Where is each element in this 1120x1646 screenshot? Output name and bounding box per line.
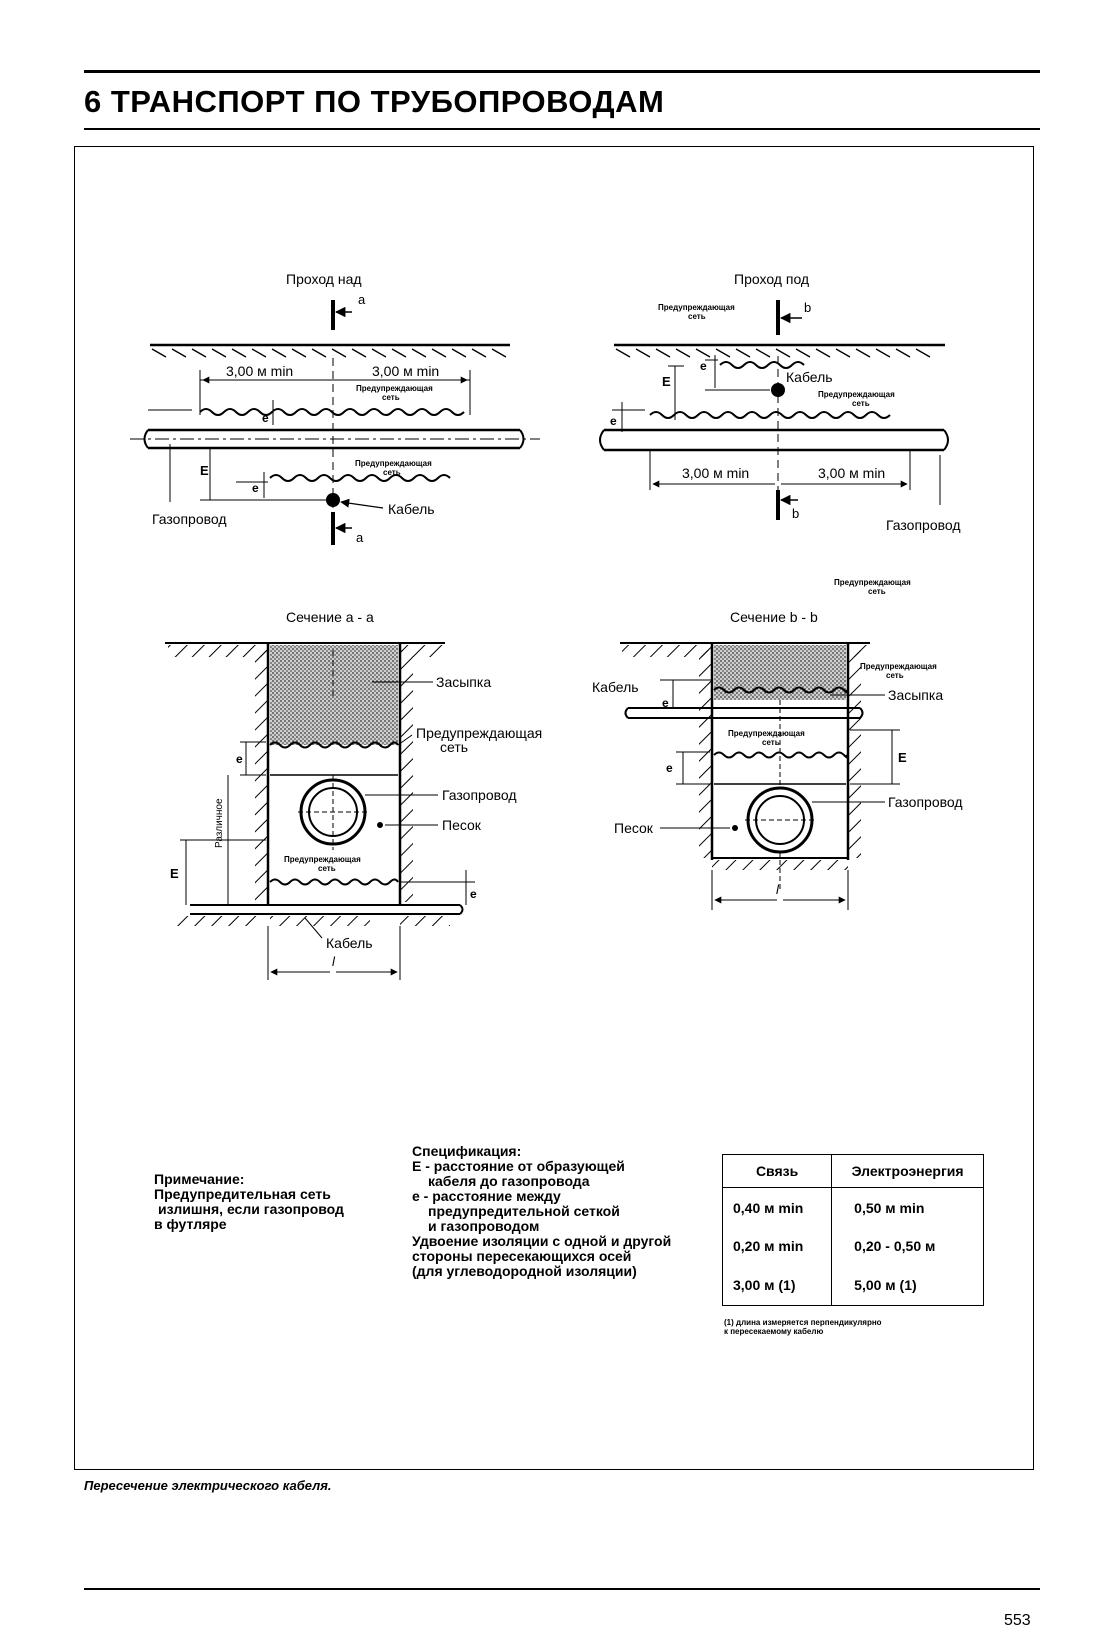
remark-line-3: в футляре [154, 1216, 227, 1232]
table-row: 0,40 м min 0,50 м min [721, 1187, 984, 1228]
distance-table: Связь Электроэнергия 0,40 м min 0,50 м m… [721, 1154, 984, 1306]
table-header-comm: Связь [721, 1154, 833, 1188]
pass-over-pipe-label: Газопровод [152, 511, 227, 527]
table-cell: 0,20 м min [721, 1227, 833, 1266]
table-row: 3,00 м (1) 5,00 м (1) [721, 1265, 984, 1306]
section-bb-E: E [898, 750, 907, 765]
table-cell: 0,20 - 0,50 м [831, 1227, 984, 1266]
table-footnote-line-2: к пересекаемому кабелю [724, 1327, 824, 1336]
pass-under-E: E [662, 374, 671, 389]
page-title: 6 ТРАНСПОРТ ПО ТРУБОПРОВОДАМ [84, 84, 665, 119]
pass-under-pipe-label: Газопровод [886, 517, 961, 533]
remark-title: Примечание: [154, 1171, 245, 1187]
table-header-power: Электроэнергия [831, 1154, 984, 1188]
figure-frame [74, 146, 1034, 1470]
page-number: 553 [1004, 1612, 1031, 1629]
plan-pass-over: Проход над a 3,00 м min 3,00 м min Преду… [130, 271, 540, 545]
spec-line-1: E - расстояние от образующей [412, 1158, 625, 1174]
spec-line-8: (для углеводородной изоляции) [412, 1263, 637, 1279]
spec-line-7: стороны пересекающихся осей [412, 1248, 632, 1264]
remark-block: Примечание: Предупредительная сеть излиш… [154, 1172, 344, 1232]
figure-caption: Пересечение электрического кабеля. [84, 1478, 332, 1493]
section-aa-cable: Кабель [326, 935, 373, 951]
spec-line-6: Удвоение изоляции с одной и другой [412, 1233, 672, 1249]
spec-line-4: предупредительной сеткой [428, 1203, 620, 1219]
section-mark-b-top: b [804, 300, 811, 315]
pass-under-e-pipe: e [610, 414, 617, 428]
pass-over-dim-right: 3,00 м min [372, 363, 439, 379]
pass-over-cable: Кабель [388, 501, 435, 517]
section-bb-width: l [776, 882, 780, 897]
section-aa-E: E [170, 866, 179, 881]
section-aa-width: l [332, 954, 336, 969]
header-bottom-rule [84, 128, 1040, 130]
section-aa-vertical: Различное [214, 798, 225, 848]
pass-under-dim-left: 3,00 м min [682, 465, 749, 481]
section-mark-a-bottom: a [356, 530, 364, 545]
pass-over-E: E [200, 463, 209, 478]
section-mark-b-bottom: b [792, 506, 799, 521]
table-cell: 5,00 м (1) [831, 1265, 984, 1306]
section-aa-e: e [236, 752, 243, 766]
section-aa-backfill: Засыпка [436, 674, 491, 690]
pass-under-cable: Кабель [786, 369, 833, 385]
section-bb-pipe: Газопровод [888, 794, 963, 810]
section-aa-pipe: Газопровод [442, 787, 517, 803]
pass-under-dim-right: 3,00 м min [818, 465, 885, 481]
spec-line-5: и газопроводом [428, 1218, 540, 1234]
section-aa-sand: Песок [442, 817, 482, 833]
pass-under-title: Проход под [734, 271, 809, 287]
section-aa-e2: e [470, 887, 477, 901]
remark-line-2: излишня, если газопровод [158, 1201, 344, 1217]
spec-line-3: e - расстояние между [412, 1188, 561, 1204]
pass-over-title: Проход над [286, 271, 362, 287]
pass-over-e-bottom: e [252, 481, 259, 495]
table-cell: 0,40 м min [721, 1187, 833, 1228]
pass-over-e-top: e [262, 411, 269, 425]
spec-title: Спецификация: [412, 1143, 522, 1159]
section-bb-e: e [662, 696, 669, 710]
section-bb-e2: e [666, 761, 673, 775]
pass-under-e-top: e [700, 359, 707, 373]
section-bb-sand: Песок [614, 820, 654, 836]
table-row: 0,20 м min 0,20 - 0,50 м [721, 1227, 984, 1266]
remark-line-1: Предупредительная сеть [154, 1186, 331, 1202]
section-bb-backfill: Засыпка [888, 687, 943, 703]
table-footnote-line-1: (1) длина измеряется перпендикулярно [724, 1318, 882, 1327]
table-cell: 3,00 м (1) [721, 1265, 833, 1306]
table-cell: 0,50 м min [831, 1187, 984, 1228]
spec-line-2: кабеля до газопровода [428, 1173, 590, 1189]
table-footnote: (1) длина измеряется перпендикулярно к п… [724, 1318, 882, 1336]
section-aa-title: Сечение a - a [286, 609, 374, 625]
section-bb-cable: Кабель [592, 679, 639, 695]
section-bb-title: Сечение b - b [730, 609, 818, 625]
spec-block: Спецификация: E - расстояние от образующ… [412, 1144, 671, 1279]
header-top-rule [84, 70, 1040, 73]
pass-over-dim-left: 3,00 м min [226, 363, 293, 379]
footer-rule [84, 1588, 1040, 1590]
section-mark-a-top: a [358, 292, 366, 307]
